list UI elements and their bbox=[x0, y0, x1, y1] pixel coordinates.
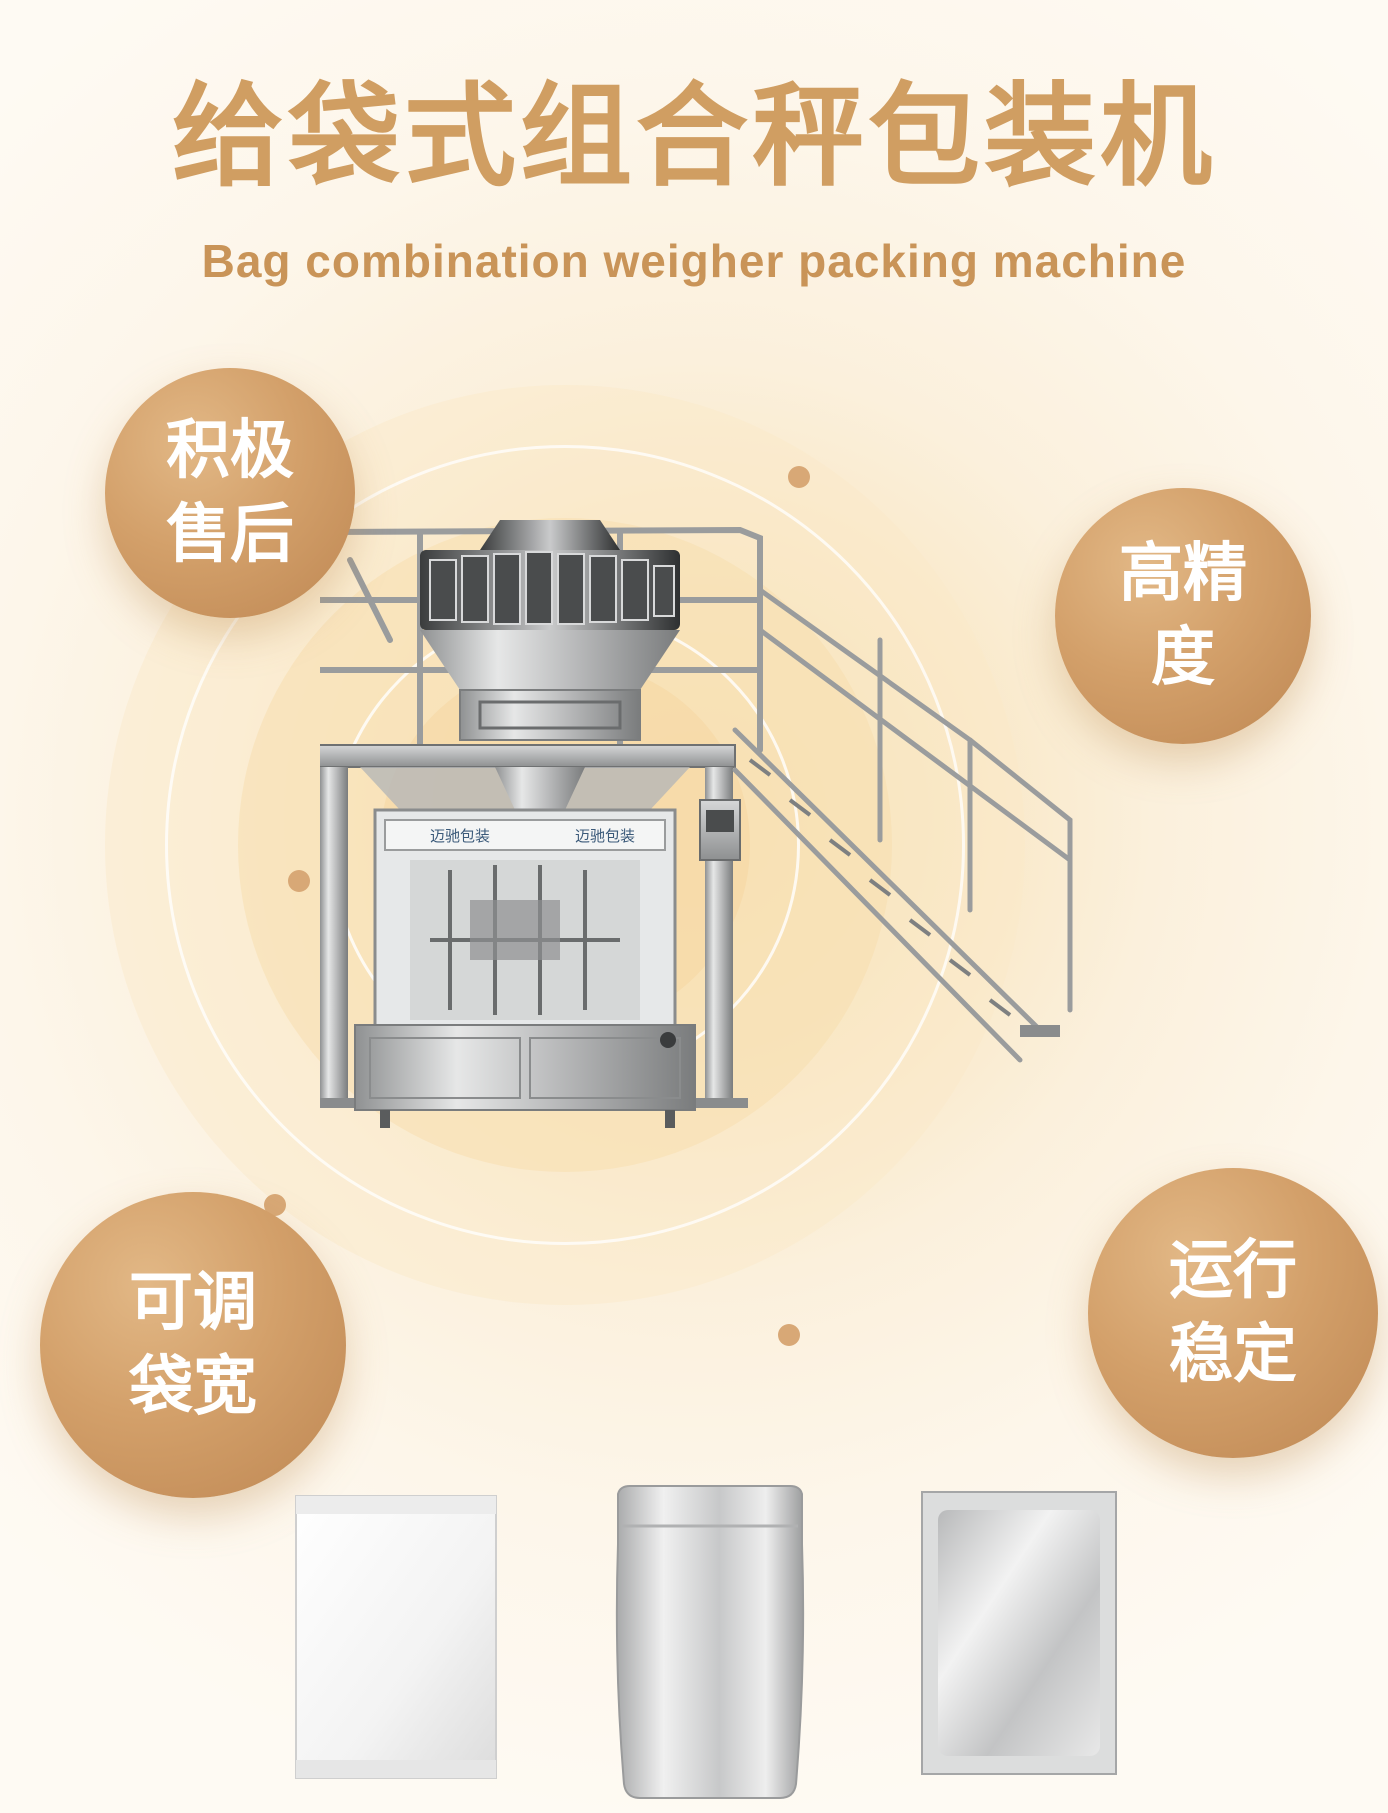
badge-text-line: 高精 bbox=[1119, 536, 1247, 611]
multihead-weigher bbox=[420, 520, 680, 741]
feature-badge-stable-operation: 运行 稳定 bbox=[1088, 1168, 1378, 1458]
stair-steps bbox=[748, 758, 1012, 1017]
page-title: 给袋式组合秤包装机 bbox=[172, 72, 1216, 202]
silver-flat-pouch-image bbox=[921, 1491, 1117, 1775]
badge-text-line: 袋宽 bbox=[129, 1350, 257, 1424]
badge-text-line: 稳定 bbox=[1169, 1318, 1297, 1392]
feature-badge-adjustable-width: 可调 袋宽 bbox=[40, 1192, 346, 1498]
badge-text-line: 积极 bbox=[166, 413, 294, 488]
ring-outer-line bbox=[165, 445, 965, 1245]
silver-standup-pouch-image bbox=[615, 1485, 805, 1799]
decor-dot bbox=[778, 1324, 800, 1346]
decor-dot bbox=[788, 466, 810, 488]
rotary-packing-machine: 迈驰包装 迈驰包装 bbox=[354, 808, 696, 1128]
badge-text-line: 运行 bbox=[1169, 1233, 1297, 1308]
feature-badge-precision: 高精 度 bbox=[1055, 488, 1311, 744]
machine-brand-text: 迈驰包装 bbox=[430, 827, 490, 845]
badge-text-line: 可调 bbox=[129, 1265, 257, 1340]
badge-text-line: 度 bbox=[1151, 621, 1215, 695]
decor-dot bbox=[264, 1194, 286, 1216]
staircase bbox=[732, 547, 1073, 1063]
platform-deck bbox=[320, 744, 736, 768]
feature-badge-after-sales: 积极 售后 bbox=[105, 368, 355, 618]
packing-machine-image: 迈驰包装 迈驰包装 bbox=[320, 520, 1073, 1128]
platform-leg bbox=[320, 767, 348, 1107]
white-flat-sachet-image bbox=[295, 1495, 497, 1779]
machine-brand-text: 迈驰包装 bbox=[575, 827, 635, 845]
decor-dot bbox=[288, 870, 310, 892]
badge-text-line: 售后 bbox=[166, 498, 294, 572]
page-subtitle: Bag combination weigher packing machine bbox=[201, 235, 1187, 287]
